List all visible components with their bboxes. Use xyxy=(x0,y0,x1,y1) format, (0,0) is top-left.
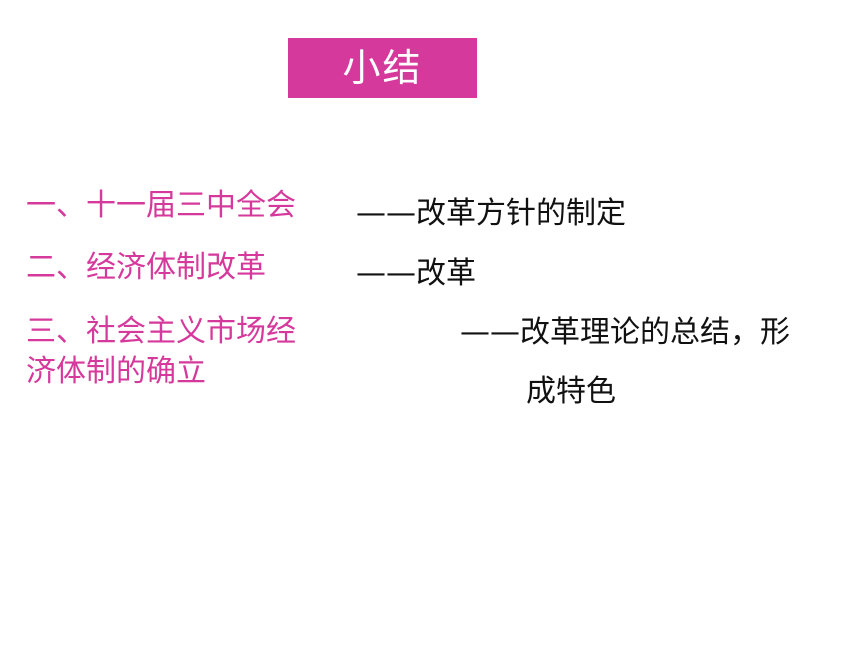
title-banner: 小结 xyxy=(288,38,477,98)
summary-heading-1: 一、十一届三中全会 xyxy=(26,188,296,223)
summary-heading-2: 二、经济体制改革 xyxy=(26,250,266,285)
summary-heading-3-line-2: 济体制的确立 xyxy=(26,354,206,389)
summary-desc-2: ——改革 xyxy=(356,256,476,291)
summary-heading-3-line-1: 三、社会主义市场经 xyxy=(26,314,296,349)
summary-desc-3-line-1: ——改革理论的总结，形 xyxy=(460,315,790,350)
summary-desc-3-line-2: 成特色 xyxy=(526,374,616,409)
page-title: 小结 xyxy=(342,46,423,90)
summary-desc-1: ——改革方针的制定 xyxy=(356,196,626,231)
